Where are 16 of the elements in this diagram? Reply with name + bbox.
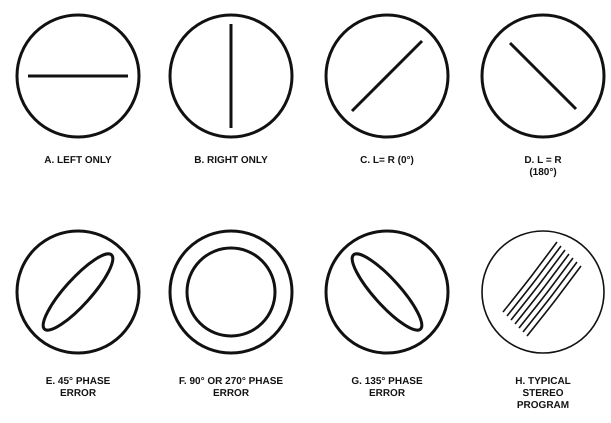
oscilloscope-pattern-drawing <box>480 229 606 355</box>
oscilloscope-pattern-drawing <box>480 13 606 139</box>
oscilloscope-pattern-drawing <box>15 13 141 139</box>
pattern-caption: B. RIGHT ONLY <box>193 155 269 167</box>
pattern-caption: E. 45° PHASE ERROR <box>44 376 112 400</box>
pattern-caption: H. TYPICAL STEREO PROGRAM <box>514 376 572 412</box>
oscilloscope-pattern-drawing <box>324 13 450 139</box>
oscilloscope-pattern-drawing <box>324 229 450 355</box>
pattern-caption: C. L= R (0°) <box>360 155 414 167</box>
pattern-caption: D. L = R (180°) <box>523 155 563 179</box>
pattern-caption: A. LEFT ONLY <box>43 155 113 167</box>
pattern-caption: F. 90° OR 270° PHASE ERROR <box>178 376 284 400</box>
oscilloscope-pattern-drawing <box>15 229 141 355</box>
oscilloscope-pattern-drawing <box>168 229 294 355</box>
pattern-caption: G. 135° PHASE ERROR <box>350 376 424 400</box>
oscilloscope-pattern-drawing <box>168 13 294 139</box>
